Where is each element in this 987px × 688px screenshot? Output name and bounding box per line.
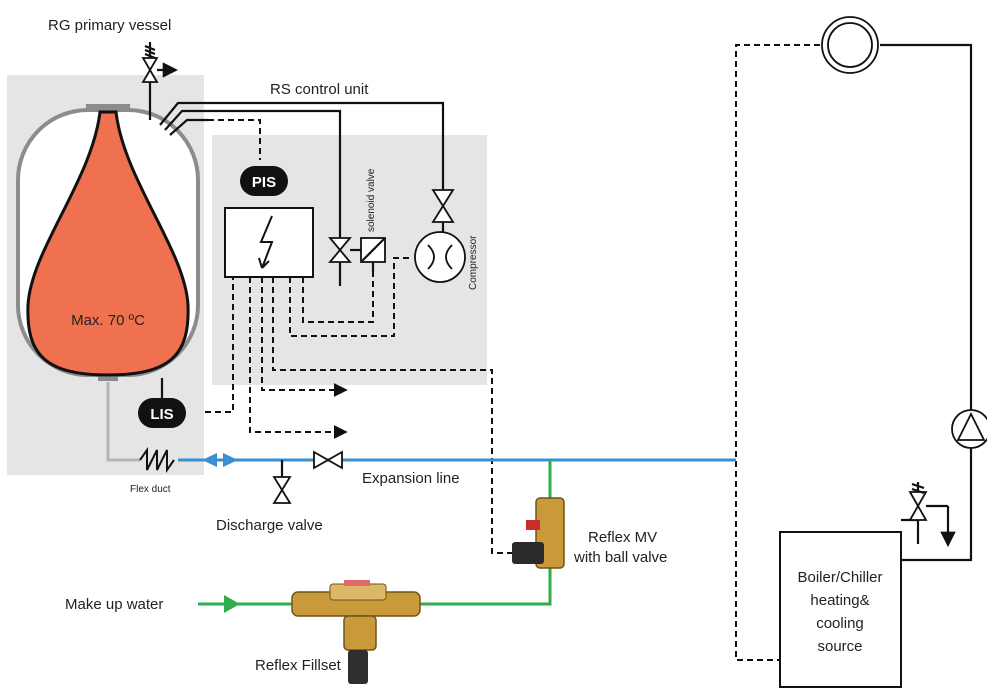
boiler-safety-valve-icon: [908, 482, 956, 548]
compressor-icon: [414, 189, 466, 283]
vessel-title: RG primary vessel: [48, 17, 171, 34]
solenoid-valve-icon: [328, 237, 386, 286]
svg-text:LIS: LIS: [150, 406, 173, 423]
make-up-water-label: Make up water: [65, 596, 163, 613]
boiler-chiller-box: [779, 531, 902, 688]
discharge-valve-label: Discharge valve: [216, 517, 323, 534]
rg-primary-vessel: [16, 104, 200, 381]
solenoid-valve-label: solenoid valve: [366, 168, 377, 232]
vessel-connection-pipe: [106, 382, 140, 462]
control-unit-pipes: [159, 101, 445, 238]
lightning-icon: [258, 215, 274, 269]
reflex-fillset-label: Reflex Fillset: [255, 657, 342, 674]
reflex-mv-label-line2: with ball valve: [573, 549, 667, 566]
flex-duct-label: Flex duct: [130, 484, 171, 495]
boiler-label-line2: heating&: [810, 592, 869, 609]
signal-lines: [205, 44, 820, 661]
reflex-mv-label-line1: Reflex MV: [588, 529, 657, 546]
boiler-label-line3: cooling: [816, 615, 864, 632]
max-temperature-label: Max. 70 ºC: [71, 312, 145, 329]
flow-arrows-icon: [202, 453, 238, 467]
isolation-valve-icon: [313, 450, 343, 470]
svg-text:PIS: PIS: [252, 174, 276, 191]
heating-circuit-pipes: [880, 43, 973, 562]
boiler-label-line4: source: [817, 638, 862, 655]
circulation-pump-icon: [951, 409, 987, 449]
reflex-fillset-device: [291, 580, 421, 684]
discharge-valve-icon: [272, 476, 292, 504]
flex-duct-icon: [139, 446, 175, 474]
pis-tag: PIS: [240, 166, 288, 196]
vessel-bladder: [26, 110, 190, 377]
consumer-circle-icon: [821, 16, 879, 74]
reflex-mv-device: [512, 497, 565, 569]
make-up-arrow-icon: [224, 595, 240, 613]
compressor-label: Compressor: [468, 235, 479, 290]
control-unit-title: RS control unit: [270, 81, 369, 98]
boiler-label-line1: Boiler/Chiller: [797, 569, 882, 586]
vessel-safety-valve-icon: [141, 42, 179, 120]
lis-tag: LIS: [138, 398, 186, 428]
expansion-line-label: Expansion line: [362, 470, 460, 487]
